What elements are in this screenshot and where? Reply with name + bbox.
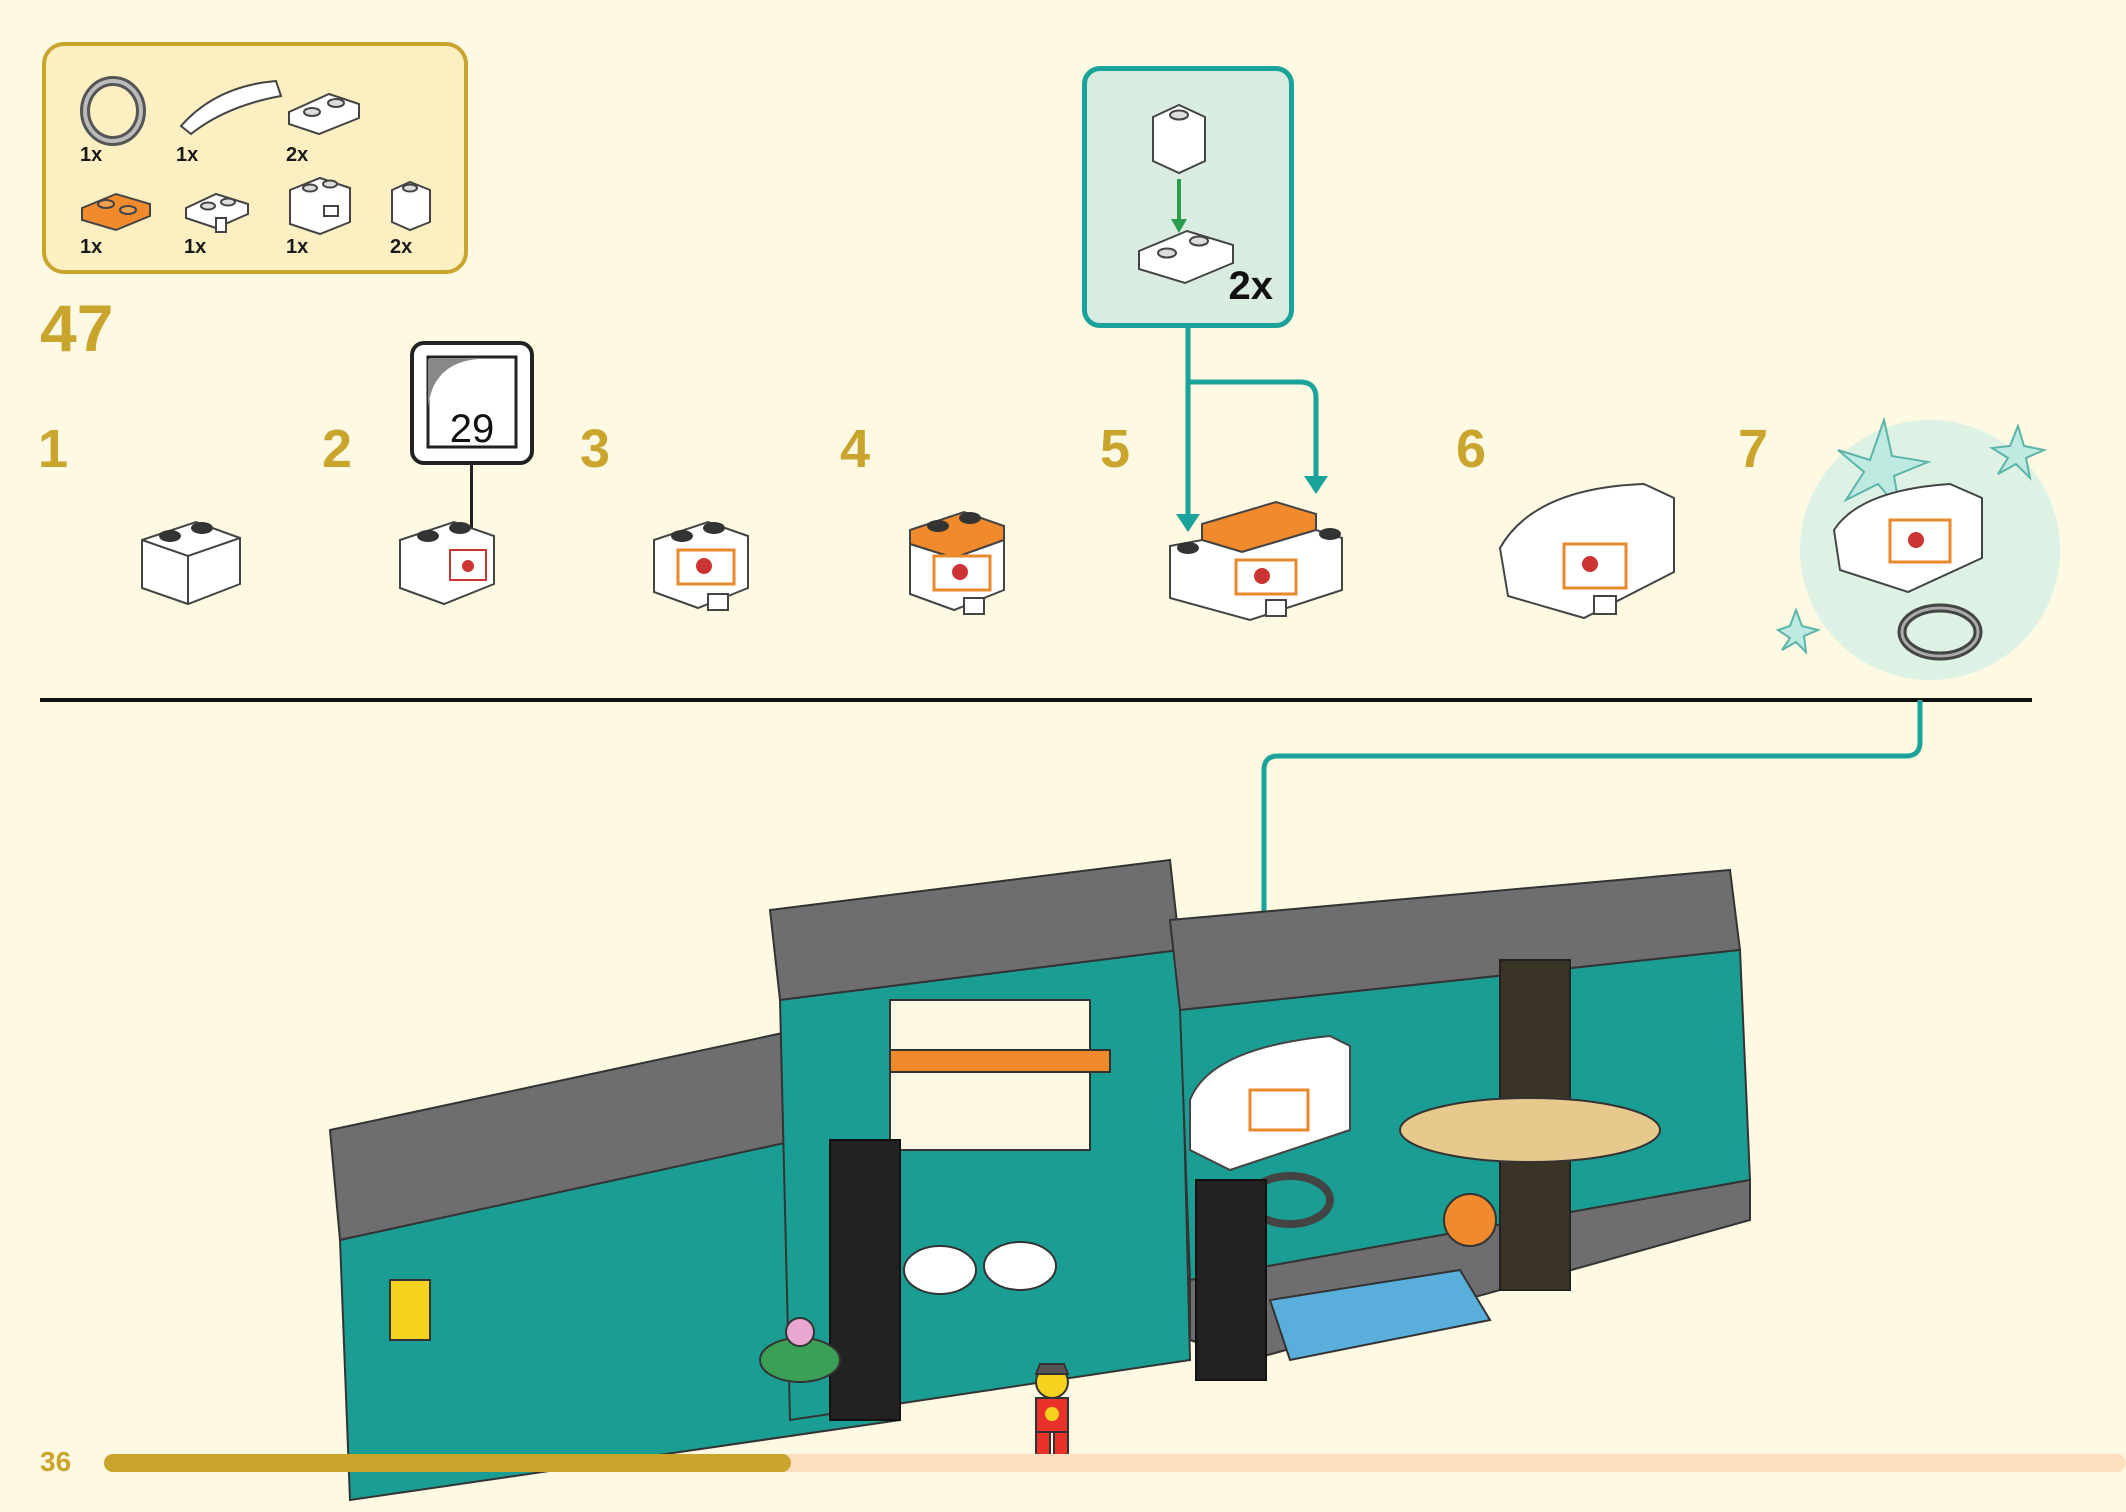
page-number: 36: [40, 1446, 72, 1477]
clip-plate-icon: [185, 192, 249, 233]
star-icon: [1775, 607, 1822, 655]
sticker-pointer-line: [470, 465, 473, 553]
main-build-model: [328, 858, 1752, 1502]
callout-quantity: 2x: [1228, 264, 1274, 308]
model-step-5: [1169, 500, 1343, 622]
part-qty: 1x: [184, 236, 207, 258]
inverted-slope-icon: [288, 92, 360, 136]
callout-arrow: [1176, 328, 1328, 532]
sticker-number: 29: [449, 407, 495, 451]
model-step-6: [1498, 482, 1675, 620]
part-qty: 2x: [286, 144, 309, 166]
white-brick-1x1-icon: [391, 180, 431, 232]
sub-assembly-callout: 2x: [1082, 66, 1294, 328]
sticker-peel-icon: [426, 355, 518, 449]
sticker-reference: 29: [410, 341, 534, 465]
substep-number: 7: [1738, 419, 1769, 479]
substep-number: 2: [322, 419, 353, 479]
brick-assembly-icon: [1138, 103, 1234, 285]
substep-number: 3: [580, 419, 611, 479]
substep-number: 4: [840, 419, 871, 479]
substep-number: 1: [38, 419, 69, 479]
substep-number: 6: [1456, 419, 1487, 479]
part-qty: 1x: [80, 236, 103, 258]
part-qty: 1x: [176, 144, 199, 166]
substep-number: 5: [1100, 419, 1131, 479]
step-divider: [40, 698, 2032, 702]
orange-plate-1x2-icon: [81, 192, 151, 232]
progress-bar-fill: [104, 1454, 792, 1472]
model-step-2: [399, 520, 495, 606]
part-qty: 1x: [80, 144, 103, 166]
parts-list: 1x 1x 2x 1x 1x 1x 2x: [42, 42, 468, 274]
model-step-1: [141, 520, 241, 606]
star-icon: [1989, 422, 2048, 482]
step-number: 47: [40, 291, 114, 365]
clip-brick-icon: [289, 176, 351, 236]
part-qty: 2x: [390, 236, 413, 258]
model-step-7-highlight: [1775, 416, 2060, 680]
model-step-4: [909, 510, 1005, 615]
model-step-3: [653, 520, 749, 611]
ring-icon: [80, 76, 146, 146]
curved-slope-icon: [179, 79, 283, 136]
part-qty: 1x: [286, 236, 309, 258]
